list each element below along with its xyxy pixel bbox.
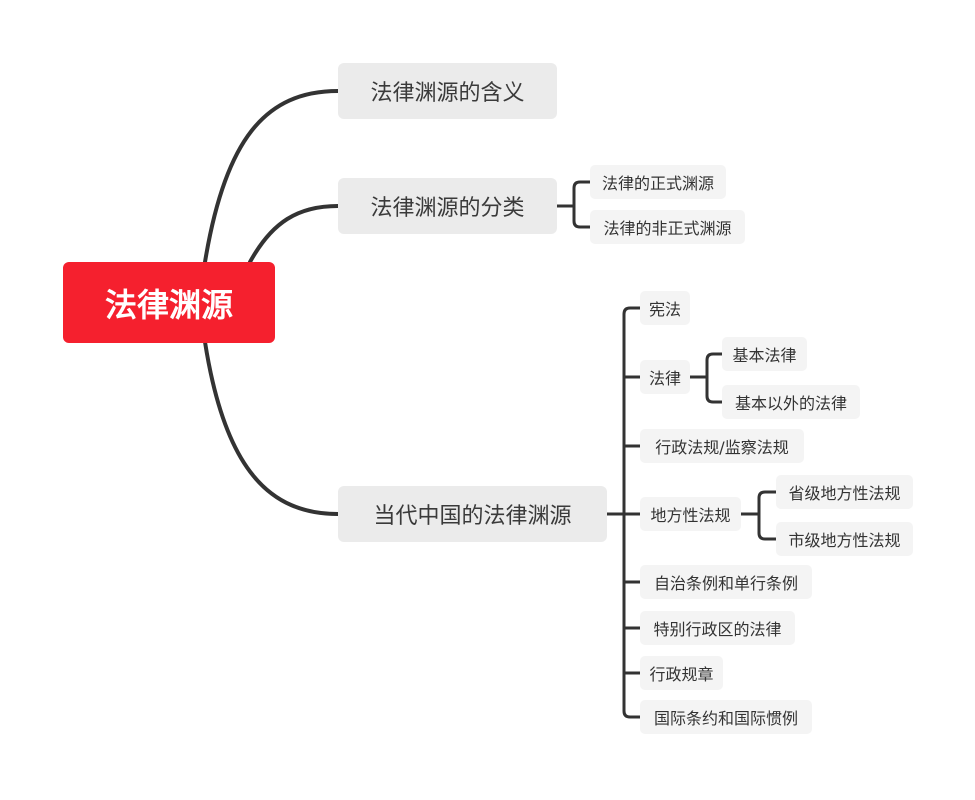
edge-root-meaning <box>203 89 340 264</box>
node-autonomous-regulation[interactable]: 自治条例和单行条例 <box>640 565 812 599</box>
node-international-treaty[interactable]: 国际条约和国际惯例 <box>640 700 812 734</box>
node-non-basic-law[interactable]: 基本以外的法律 <box>722 385 860 419</box>
branch-meaning[interactable]: 法律渊源的含义 <box>338 63 557 119</box>
node-formal-source[interactable]: 法律的正式渊源 <box>590 165 726 199</box>
node-provincial-regulation[interactable]: 省级地方性法规 <box>776 475 913 509</box>
node-sar-law[interactable]: 特别行政区的法律 <box>640 611 795 645</box>
edge-contemporary-bracket <box>605 306 642 719</box>
edge-law-bracket <box>688 352 724 404</box>
edge-root-contemporary <box>203 340 340 516</box>
node-municipal-regulation[interactable]: 市级地方性法规 <box>776 522 913 556</box>
edge-root-classification <box>248 204 340 264</box>
node-local-regulation[interactable]: 地方性法规 <box>640 497 741 531</box>
node-basic-law[interactable]: 基本法律 <box>722 337 807 371</box>
node-law[interactable]: 法律 <box>640 360 690 394</box>
node-informal-source[interactable]: 法律的非正式渊源 <box>590 210 745 244</box>
branch-classification[interactable]: 法律渊源的分类 <box>338 178 557 234</box>
edge-classification-bracket <box>555 180 592 229</box>
node-administrative-rule[interactable]: 行政规章 <box>640 656 723 690</box>
node-constitution[interactable]: 宪法 <box>640 291 690 325</box>
branch-contemporary-china[interactable]: 当代中国的法律渊源 <box>338 486 607 542</box>
root-node[interactable]: 法律渊源 <box>63 262 275 343</box>
node-administrative-regulation[interactable]: 行政法规/监察法规 <box>640 429 804 463</box>
edge-local-regulation-bracket <box>739 490 778 541</box>
